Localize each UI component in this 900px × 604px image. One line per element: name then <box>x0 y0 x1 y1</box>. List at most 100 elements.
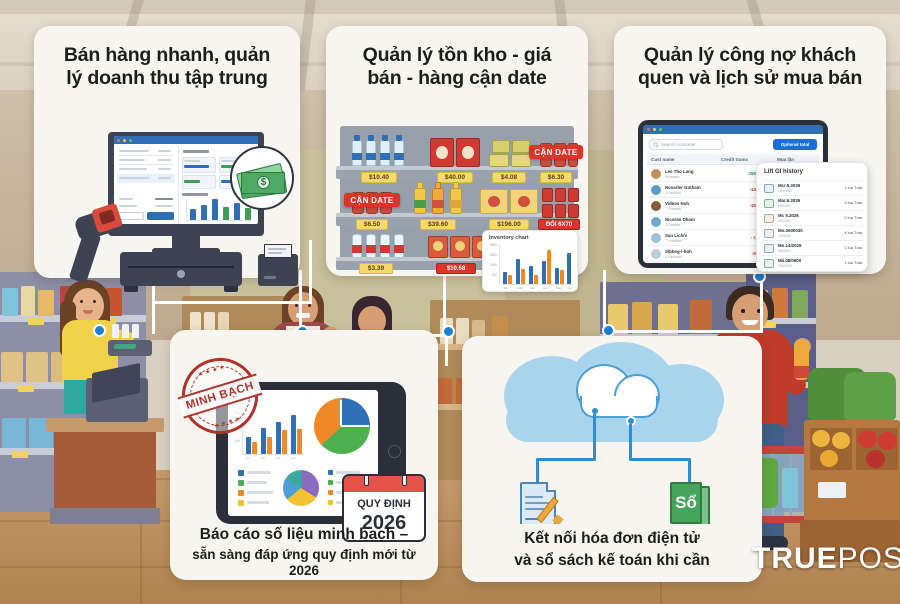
eye <box>80 300 83 303</box>
legend-swatch <box>238 470 244 476</box>
history-row[interactable]: Mo.0500030 1009000 4 lоa Tоta <box>762 225 864 240</box>
tin-can <box>512 140 530 153</box>
cash-drawer[interactable] <box>120 252 242 286</box>
history-row[interactable]: Mar.6.2026 0600000 3 lоa Tоta <box>762 195 864 210</box>
window-min-dot <box>123 138 126 142</box>
receipt-printer[interactable] <box>258 254 298 286</box>
x-tick: Q1 <box>246 456 251 460</box>
bin-price-sign <box>818 482 846 498</box>
brand-logo-light: POS <box>837 542 900 575</box>
doc-fold-corner <box>546 482 556 492</box>
line-item-amount <box>158 159 171 161</box>
pack-logo <box>436 146 448 159</box>
invoice-icon <box>764 229 774 238</box>
lettuce-pile <box>844 372 896 420</box>
history-row[interactable]: Mă.08/0600 900/0001 1 lоa Tоta <box>762 255 864 270</box>
bottle-label <box>352 245 362 253</box>
card-fast-sales[interactable]: Bán hàng nhanh, quản lý doanh thu tập tr… <box>34 26 300 292</box>
x-tick: May <box>556 286 562 290</box>
bottle-label <box>380 245 390 253</box>
avatar <box>651 233 661 243</box>
history-row[interactable]: Mo.14/2026 8600001 1 lоa Tоta <box>762 240 864 255</box>
pay-order-button[interactable] <box>147 212 174 220</box>
bottle-cap <box>382 135 388 141</box>
customer-sub: 2 Gerontol <box>665 255 682 259</box>
purchase-history-panel[interactable]: Lift GI history Mcr.5.2026 180/0600 1 lо… <box>756 162 868 272</box>
window-max-dot <box>129 138 132 142</box>
history-date: Mc 5.2026 <box>778 213 799 218</box>
orange-fruit <box>812 430 830 447</box>
chart-x-axis <box>242 454 304 455</box>
legend-swatch <box>238 500 244 506</box>
card-inventory[interactable]: Quản lý tồn kho - giá bán - hàng cận dat… <box>326 26 588 292</box>
chart-y-axis <box>499 244 500 284</box>
app-titlebar <box>643 125 823 134</box>
bottle-cap <box>396 135 402 141</box>
bar-sold <box>534 275 538 284</box>
price-tag: $6.50 <box>356 219 388 230</box>
card-transparent-report[interactable]: 400 300 200 100 Q1 Q2 Q3 Q4 <box>170 330 438 580</box>
y-tick: 2500 <box>489 253 497 257</box>
bottle-label <box>432 200 444 208</box>
cancel-button[interactable] <box>118 212 144 220</box>
history-sub: 180/0600 <box>778 189 793 193</box>
kpi-label <box>221 160 237 162</box>
history-date: Mcr.5.2026 <box>778 183 801 188</box>
table-header <box>647 154 819 165</box>
can-logo <box>455 241 465 251</box>
x-tick: Q3 <box>276 456 281 460</box>
window-min-dot <box>653 128 656 131</box>
history-row[interactable]: Mcr.5.2026 180/0600 1 lоa Tоta <box>762 180 864 195</box>
section-label <box>183 150 209 153</box>
invoice-icon <box>764 199 774 208</box>
floor-seam <box>0 520 900 522</box>
floor-seam <box>0 566 900 568</box>
tablet-home-button[interactable] <box>388 445 401 458</box>
card-fast-sales-title-line2: lý doanh thu tập trung <box>66 67 268 89</box>
bar <box>190 209 196 220</box>
connector-line <box>443 270 446 336</box>
pie-slice-divider <box>340 400 342 426</box>
expiry-badge: CẬN DATE <box>344 193 400 207</box>
total-value <box>155 198 173 200</box>
bar-sold <box>547 250 551 284</box>
bar-stock <box>542 261 546 284</box>
x-tick: Q2 <box>261 456 266 460</box>
shelf-lip <box>336 213 578 217</box>
bottle-label <box>352 153 362 160</box>
price-tag: $6.30 <box>540 172 572 183</box>
counter-item <box>122 324 129 338</box>
total-label <box>119 198 133 200</box>
bar-revenue <box>291 415 296 454</box>
bar-stock <box>529 266 533 284</box>
checkout-counter <box>54 432 156 510</box>
kpi-label <box>184 160 200 162</box>
apple-fruit <box>858 430 877 448</box>
doc-text-line <box>525 502 549 504</box>
shelf-lip <box>336 166 578 170</box>
connector-line <box>299 270 302 335</box>
bar-cost <box>252 442 257 454</box>
shelf-price-tag <box>18 385 34 392</box>
legend-label-bar <box>247 501 269 504</box>
inventory-chart-panel[interactable]: Inventory chart 3500 2500 1500 500 Jan F… <box>482 230 578 292</box>
search-input[interactable]: Search customer <box>649 139 723 150</box>
history-row[interactable]: Mc 5.2026 6000001 2 lоa Tоta <box>762 210 864 225</box>
custom-name: San Lich/v <box>665 233 687 238</box>
optional-total-button[interactable]: Optional total <box>773 139 817 150</box>
bottle-label <box>394 245 404 253</box>
bar-revenue <box>261 428 266 454</box>
shelf-product <box>658 304 678 334</box>
bar-cost <box>267 437 272 454</box>
card-customer-debt[interactable]: Quản lý công nợ khách quen và lịch sử mu… <box>614 26 886 274</box>
bottle-neck <box>417 182 423 189</box>
bottle-label <box>366 245 376 253</box>
bottle-cap <box>368 135 374 141</box>
invoice-icon <box>764 214 774 223</box>
report-dashboard-screen: 400 300 200 100 Q1 Q2 Q3 Q4 <box>228 390 378 516</box>
app-titlebar <box>114 136 258 144</box>
bottle-label <box>366 153 376 160</box>
history-sub: 0600000 <box>778 204 792 208</box>
history-qty: 1 lоa Tоta <box>844 245 862 250</box>
calendar-line2: 2026 <box>361 512 407 534</box>
